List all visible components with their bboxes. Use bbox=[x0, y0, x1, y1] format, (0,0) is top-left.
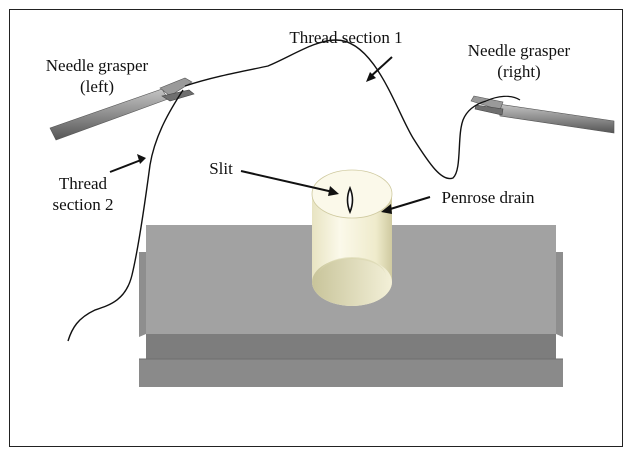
needle-grasper-right bbox=[470, 95, 615, 134]
label-thread-section-2-line1: Thread bbox=[58, 174, 108, 193]
block-back-ledge-left bbox=[139, 252, 146, 337]
label-needle-grasper-right-line1: Needle grasper bbox=[467, 41, 571, 60]
thread-loop-right bbox=[485, 95, 521, 102]
label-needle-grasper-left-line2: (left) bbox=[80, 77, 114, 96]
thread-section-2 bbox=[67, 89, 184, 342]
label-needle-grasper-left: Needle grasper (left) bbox=[34, 55, 160, 97]
needle-grasper-left bbox=[49, 77, 195, 141]
label-thread-section-2: Thread section 2 bbox=[38, 173, 128, 215]
block-back-ledge-right bbox=[556, 252, 563, 337]
slit-marker bbox=[346, 185, 354, 215]
label-needle-grasper-left-line1: Needle grasper bbox=[45, 56, 149, 75]
label-penrose-drain: Penrose drain bbox=[441, 188, 535, 207]
label-needle-grasper-right-line2: (right) bbox=[497, 62, 541, 81]
block-lower-face bbox=[139, 359, 563, 387]
callout-arrows bbox=[109, 56, 431, 214]
thread-section-1 bbox=[184, 39, 487, 180]
label-slit: Slit bbox=[209, 159, 233, 178]
label-thread-section-1: Thread section 1 bbox=[289, 28, 403, 47]
label-needle-grasper-right: Needle grasper (right) bbox=[456, 40, 582, 82]
block-front-face bbox=[146, 334, 556, 359]
label-thread-section-2-line2: section 2 bbox=[52, 195, 114, 214]
